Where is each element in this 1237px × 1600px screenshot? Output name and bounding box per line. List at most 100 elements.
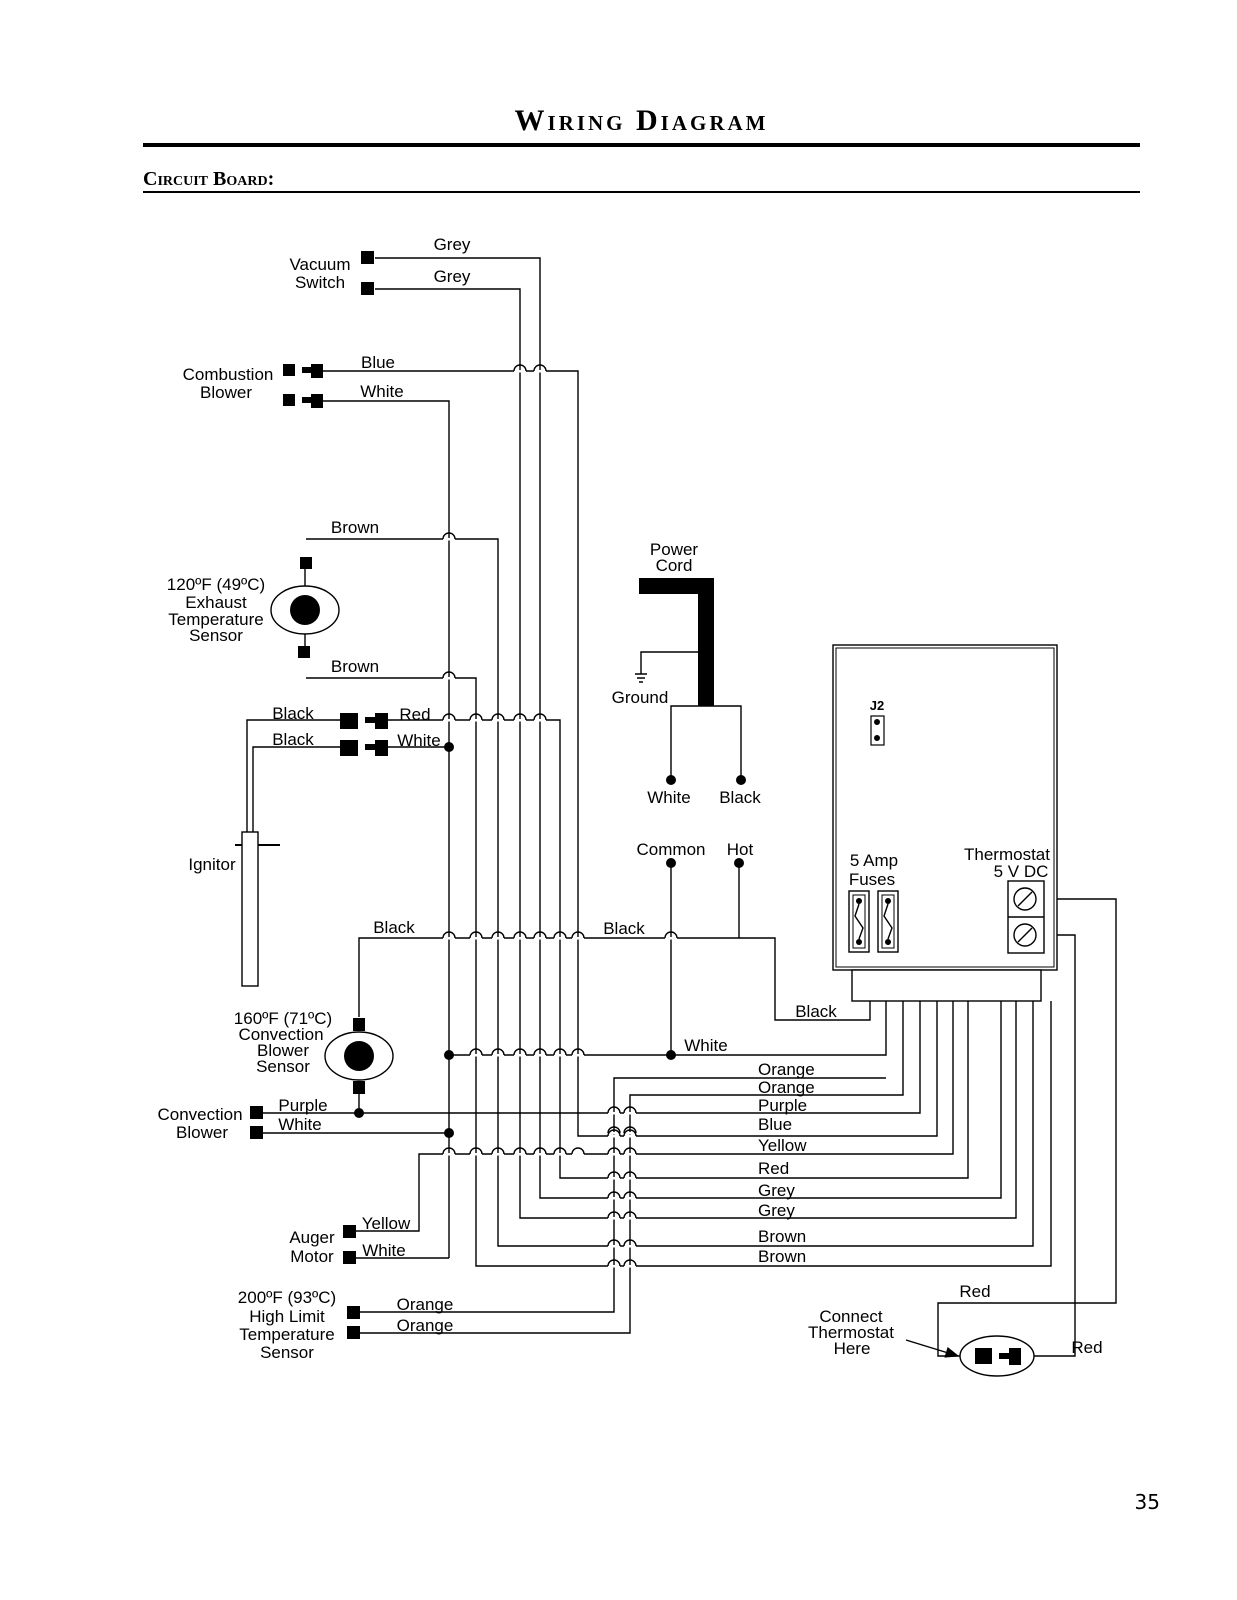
wire-orange-2 — [360, 1001, 904, 1334]
crossover-hop — [442, 671, 456, 679]
crossover-hop — [553, 1048, 567, 1056]
board-wire-label: Orange — [758, 1060, 815, 1079]
high-limit-label: Sensor — [260, 1343, 314, 1362]
crossover-gap — [470, 719, 482, 722]
wire-label: White — [278, 1115, 321, 1134]
crossover-gap — [665, 937, 677, 940]
crossover-hop — [571, 1048, 585, 1056]
section-rule — [143, 191, 1140, 193]
crossovers — [442, 364, 678, 1268]
board-wire-label: Brown — [758, 1247, 806, 1266]
crossover-hop — [469, 1147, 483, 1155]
crossover-hop — [442, 1147, 456, 1155]
board-wire-labels: Orange Orange Purple Blue Yellow Red Gre… — [758, 1060, 815, 1266]
crossover-hop — [533, 931, 547, 939]
crossover-gap — [514, 937, 526, 940]
wire-label: Yellow — [362, 1214, 411, 1233]
crossover-gap — [492, 1153, 504, 1156]
exhaust-sensor-label: Temperature — [168, 610, 263, 629]
ignitor-label: Ignitor — [188, 855, 236, 874]
crossover-gap — [624, 1265, 636, 1268]
convection-blower-label: Convection — [157, 1105, 242, 1124]
crossover-hop — [607, 1171, 621, 1179]
crossover-gap — [492, 1054, 504, 1057]
title-rule — [143, 143, 1140, 147]
wire-blue — [323, 370, 938, 1137]
vacuum-switch-terminal — [361, 282, 374, 295]
section-heading: Circuit Board: — [143, 168, 275, 190]
auger-motor-label: Auger — [289, 1228, 335, 1247]
high-limit-terminal — [347, 1326, 360, 1339]
wire-cord-black — [706, 705, 742, 780]
high-limit-label: 200ºF (93ºC) — [238, 1288, 336, 1307]
board-wire-label: Orange — [758, 1078, 815, 1097]
wire-label: Orange — [397, 1316, 454, 1335]
wire-label: Red — [399, 705, 430, 724]
crossover-gap — [514, 719, 526, 722]
wire-label: Brown — [331, 518, 379, 537]
crossover-gap — [534, 719, 546, 722]
crossover-hop — [533, 1048, 547, 1056]
wire-yellow — [356, 1001, 954, 1232]
crossover-gap — [608, 1132, 620, 1135]
crossover-gap — [624, 1245, 636, 1248]
crossover-gap — [514, 1153, 526, 1156]
connect-thermostat-label: Connect — [819, 1307, 883, 1326]
crossover-hop — [533, 713, 547, 721]
wire-ground — [640, 651, 706, 674]
wire-thermo-red-1 — [937, 898, 1117, 1357]
crossover-gap — [534, 1153, 546, 1156]
exhaust-sensor-label: 120ºF (49ºC) — [167, 575, 265, 594]
crossover-gap — [608, 1245, 620, 1248]
crossover-gap — [443, 937, 455, 940]
crossover-gap — [554, 937, 566, 940]
auger-motor-label: Motor — [290, 1247, 334, 1266]
convection-blower-terminal — [250, 1106, 263, 1119]
convection-sensor-label: Convection — [238, 1025, 323, 1044]
crossover-hop — [553, 1147, 567, 1155]
crossover-gap — [492, 719, 504, 722]
crossover-hop — [607, 1211, 621, 1219]
crossover-gap — [470, 1153, 482, 1156]
auger-motor-terminal — [343, 1225, 356, 1238]
connect-thermostat-label: Here — [834, 1339, 871, 1358]
crossover-hop — [513, 931, 527, 939]
connect-thermostat-label: Thermostat — [808, 1323, 894, 1342]
crossover-gap — [624, 1112, 636, 1115]
wire-label: Blue — [361, 353, 395, 372]
convection-blower-terminal — [250, 1126, 263, 1139]
crossover-gap — [608, 1177, 620, 1180]
crossover-gap — [572, 937, 584, 940]
crossover-gap — [572, 1054, 584, 1057]
board-wire-label: Grey — [758, 1181, 795, 1200]
convection-sensor-label: Blower — [257, 1041, 309, 1060]
wire-ignitor-black-1 — [246, 719, 340, 838]
crossover-gap — [608, 1197, 620, 1200]
crossover-hop — [491, 1048, 505, 1056]
crossover-gap — [624, 1132, 636, 1135]
fuses-label: 5 Amp — [850, 851, 898, 870]
exhaust-sensor-symbol — [270, 557, 340, 658]
crossover-hop — [664, 931, 678, 939]
board-wire-label: Brown — [758, 1227, 806, 1246]
crossover-hop — [607, 1106, 621, 1114]
wire-grey-2 — [375, 288, 1017, 1219]
j2-label: J2 — [870, 698, 884, 713]
crossover-hop — [623, 1106, 637, 1114]
crossover-hop — [623, 1147, 637, 1155]
high-limit-label: High Limit — [249, 1307, 325, 1326]
board-wire-label: Red — [758, 1159, 789, 1178]
wire-cord-white — [670, 705, 706, 780]
wire-label: White — [362, 1241, 405, 1260]
crossover-hop — [513, 713, 527, 721]
crossover-hop — [623, 1126, 637, 1134]
crossover-hop — [491, 1147, 505, 1155]
wire-label: Grey — [434, 235, 471, 254]
thermostat-arrow — [905, 1339, 960, 1358]
wire-label: Red — [1071, 1338, 1102, 1357]
crossover-hop — [491, 931, 505, 939]
crossover-gap — [624, 1135, 636, 1138]
cord-white-label: White — [647, 788, 690, 807]
combustion-blower-label: Combustion — [183, 365, 274, 384]
